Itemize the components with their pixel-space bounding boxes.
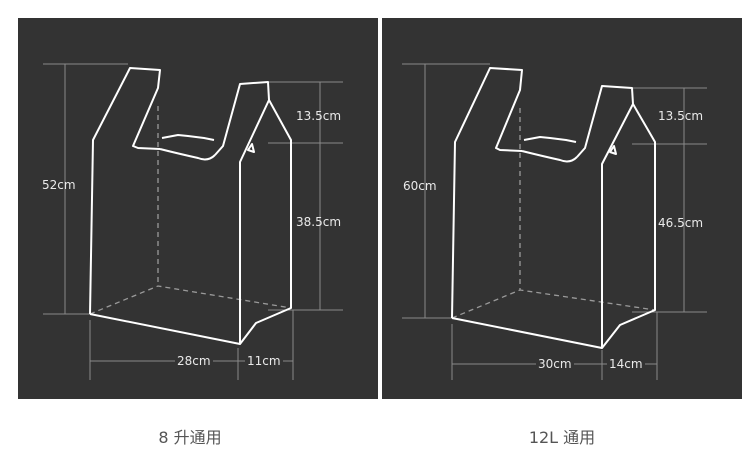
body-length-label: 46.5cm bbox=[658, 216, 704, 230]
height-label: 52cm bbox=[42, 178, 76, 192]
hidden-edges bbox=[89, 106, 292, 315]
gusset-label: 14cm bbox=[607, 357, 645, 371]
handle-length-label: 13.5cm bbox=[658, 109, 704, 123]
bag-diagram-12l: 60cm 13.5cm 46.5cm 30cm 14cm bbox=[382, 18, 742, 399]
caption-8l: 8 升通用 bbox=[158, 428, 222, 447]
bag-diagram-8l: 52cm 13.5cm 38.5cm 28cm 11cm bbox=[18, 18, 378, 399]
bag-outline-drawing bbox=[43, 63, 343, 380]
body-length-label: 38.5cm bbox=[296, 215, 342, 229]
width-label: 28cm bbox=[175, 354, 213, 368]
gusset-label: 11cm bbox=[245, 354, 283, 368]
width-label: 30cm bbox=[536, 357, 574, 371]
handle-length-label: 13.5cm bbox=[296, 109, 342, 123]
height-label: 60cm bbox=[403, 179, 437, 193]
dimension-lines bbox=[43, 63, 343, 380]
bag-outline bbox=[451, 67, 656, 349]
bag-outline-drawing bbox=[402, 63, 707, 380]
hidden-edges bbox=[451, 108, 656, 319]
caption-12l: 12L 通用 bbox=[528, 428, 596, 447]
bag-outline bbox=[89, 67, 292, 345]
